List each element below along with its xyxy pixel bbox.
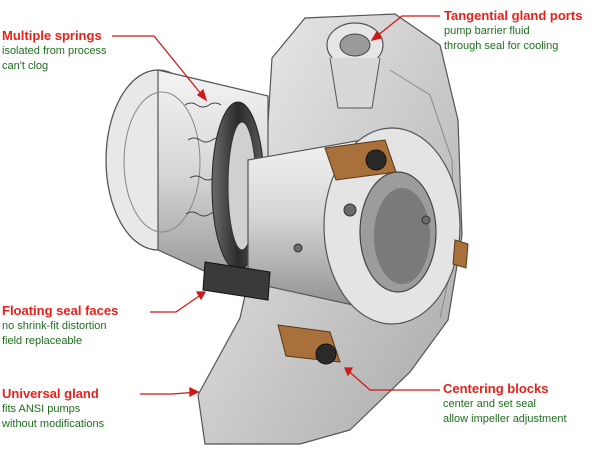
- spring-housing-inner: [123, 91, 201, 233]
- callout-centering-blocks: Centering blocks center and set seal all…: [443, 381, 567, 427]
- centering-block-bolt: [365, 149, 387, 171]
- callout-line: center and set seal: [443, 398, 536, 410]
- callout-line: fits ANSI pumps: [2, 403, 81, 415]
- callout-line: without modifications: [2, 418, 105, 430]
- callout-line: no shrink-fit distortion: [2, 320, 107, 332]
- callout-title: Universal gland: [2, 386, 99, 401]
- callout-multiple-springs: Multiple springs isolated from process c…: [2, 28, 107, 74]
- callout-line: isolated from process: [2, 45, 107, 57]
- set-screw-hole: [421, 215, 431, 225]
- leader-lines: [112, 15, 440, 398]
- set-screw-hole: [293, 243, 303, 253]
- centering-block-side: [452, 239, 469, 269]
- callout-line: pump barrier fluid: [444, 25, 530, 37]
- callout-line: allow impeller adjustment: [443, 413, 567, 425]
- gland-port-hole: [339, 33, 371, 57]
- callout-floating-seal-faces: Floating seal faces no shrink-fit distor…: [2, 303, 118, 349]
- callout-title: Centering blocks: [443, 381, 549, 396]
- sleeve-bore-shadow: [374, 188, 430, 284]
- callout-title: Tangential gland ports: [444, 8, 583, 23]
- callout-tangential-gland-ports: Tangential gland ports pump barrier flui…: [444, 8, 582, 54]
- floating-seal-face: [202, 261, 271, 301]
- callout-title: Multiple springs: [2, 28, 102, 43]
- callout-line: through seal for cooling: [444, 40, 559, 52]
- callout-title: Floating seal faces: [2, 303, 119, 318]
- callout-line: field replaceable: [2, 335, 83, 347]
- callout-line: can't clog: [2, 60, 49, 72]
- gland-port-tube: [329, 57, 381, 109]
- centering-block-bolt: [315, 343, 337, 365]
- callout-universal-gland: Universal gland fits ANSI pumps without …: [2, 386, 104, 432]
- set-screw-hole: [343, 203, 357, 217]
